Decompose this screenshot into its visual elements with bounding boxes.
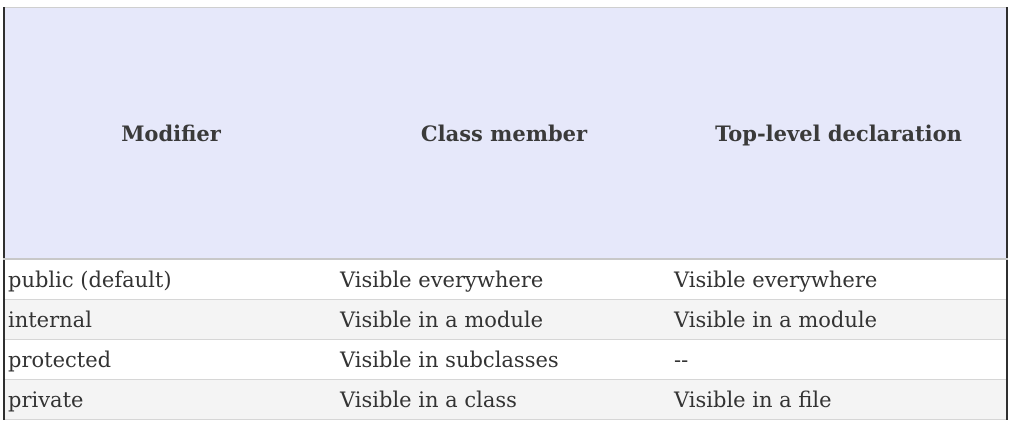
cell-class-member: Visible in a class (337, 379, 671, 420)
cell-top-level-declaration: Visible in a module (671, 299, 1007, 340)
header-class-member: Class member (337, 7, 671, 259)
header-modifier: Modifier (4, 7, 337, 259)
cell-class-member: Visible in subclasses (337, 339, 671, 380)
table-body: public (default) Visible everywhere Visi… (4, 258, 1007, 420)
cell-modifier: protected (4, 339, 337, 380)
cell-class-member: Visible in a module (337, 299, 671, 340)
table-row: private Visible in a class Visible in a … (4, 379, 1007, 420)
visibility-modifiers-table-container: Modifier Class member Top-level declarat… (3, 7, 1008, 420)
table-header-row: Modifier Class member Top-level declarat… (4, 7, 1007, 259)
cell-modifier: private (4, 379, 337, 420)
header-top-level-declaration: Top-level declaration (671, 7, 1007, 259)
cell-top-level-declaration: Visible in a file (671, 379, 1007, 420)
visibility-modifiers-table: Modifier Class member Top-level declarat… (3, 7, 1008, 420)
cell-modifier: public (default) (4, 258, 337, 300)
cell-class-member: Visible everywhere (337, 258, 671, 300)
table-row: internal Visible in a module Visible in … (4, 299, 1007, 340)
table-row: public (default) Visible everywhere Visi… (4, 258, 1007, 300)
cell-modifier: internal (4, 299, 337, 340)
table-row: protected Visible in subclasses -- (4, 339, 1007, 380)
table-header: Modifier Class member Top-level declarat… (4, 7, 1007, 259)
cell-top-level-declaration: Visible everywhere (671, 258, 1007, 300)
cell-top-level-declaration: -- (671, 339, 1007, 380)
